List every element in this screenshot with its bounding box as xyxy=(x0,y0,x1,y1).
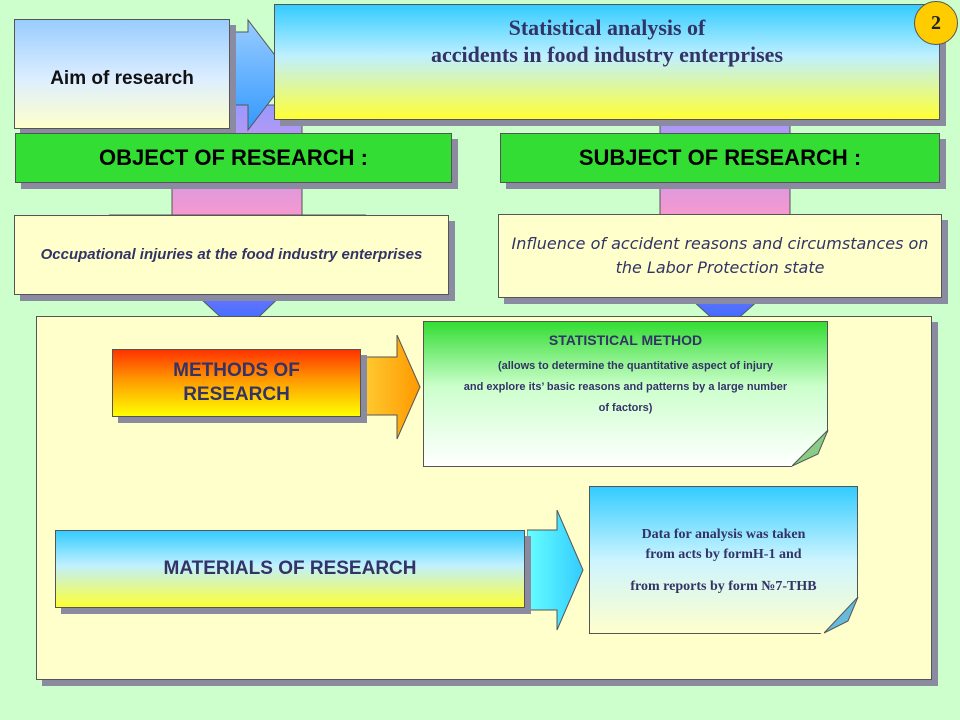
title-line-1: Statistical analysis of xyxy=(508,15,706,40)
method-title: STATISTICAL METHOD xyxy=(548,332,703,348)
materials-label-box: MATERIALS OF RESEARCH xyxy=(55,530,525,608)
method-card-fold xyxy=(792,430,829,467)
subject-heading: SUBJECT OF RESEARCH : xyxy=(578,145,862,170)
method-line-2: and explore its’ basic reasons and patte… xyxy=(463,381,788,393)
title-box: Statistical analysis of accidents in foo… xyxy=(274,4,940,120)
slide-number: 2 xyxy=(931,11,941,34)
object-text-box: Occupational injuries at the food indust… xyxy=(14,215,449,295)
object-heading: OBJECT OF RESEARCH : xyxy=(99,145,368,170)
materials-line-1: Data for analysis was taken xyxy=(641,527,806,542)
methods-label: METHODS OF RESEARCH xyxy=(173,360,300,405)
methods-arrow xyxy=(362,335,421,440)
object-heading-box: OBJECT OF RESEARCH : xyxy=(15,133,452,183)
statistical-method-card: STATISTICAL METHOD (allows to determine … xyxy=(423,321,828,467)
materials-line-3: from reports by form №7-ТНВ xyxy=(630,579,817,594)
materials-card: Data for analysis was taken from acts by… xyxy=(589,486,858,634)
subject-text: Influence of accident reasons and circum… xyxy=(511,234,929,277)
method-line-1: (allows to determine the quantitative as… xyxy=(497,360,774,372)
object-text: Occupational injuries at the food indust… xyxy=(40,246,423,263)
methods-label-box: METHODS OF RESEARCH xyxy=(112,349,361,417)
method-line-3: of factors) xyxy=(598,402,653,414)
aim-arrow xyxy=(229,18,291,132)
slide-number-badge: 2 xyxy=(914,1,958,45)
materials-label: MATERIALS OF RESEARCH xyxy=(163,558,417,579)
subject-text-box: Influence of accident reasons and circum… xyxy=(498,214,942,298)
title-line-2: accidents in food industry enterprises xyxy=(431,42,783,67)
aim-label: Aim of research xyxy=(50,68,194,89)
materials-line-2: from acts by formH-1 and xyxy=(645,547,802,562)
materials-arrow xyxy=(527,510,584,631)
materials-card-fold xyxy=(824,597,859,634)
subject-heading-box: SUBJECT OF RESEARCH : xyxy=(500,133,940,183)
aim-box: Aim of research xyxy=(14,19,230,129)
